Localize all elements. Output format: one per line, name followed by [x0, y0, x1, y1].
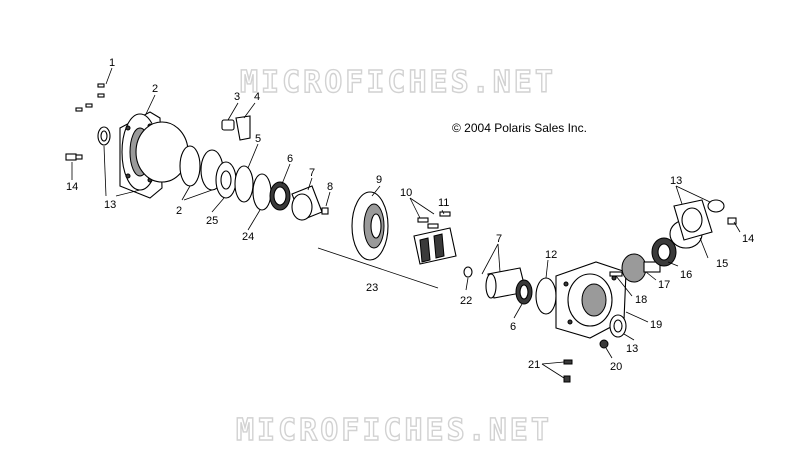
- part-bolt-14-left: [65, 153, 83, 161]
- copyright-text: © 2004 Polaris Sales Inc.: [452, 121, 587, 135]
- part-clutch-plate-25: [215, 161, 237, 199]
- callout-9: 9: [376, 174, 382, 186]
- part-roller-cage: [413, 227, 457, 265]
- callout-13-top: 13: [670, 175, 682, 187]
- callout-13-left: 13: [104, 199, 116, 211]
- callout-19: 19: [650, 319, 662, 331]
- callout-11: 11: [438, 197, 449, 209]
- callout-10: 10: [400, 187, 412, 199]
- callout-21: 21: [528, 359, 540, 371]
- watermark-bottom: MICROFICHES.NET: [236, 413, 552, 448]
- part-pinion-gear-17: [621, 253, 661, 283]
- callout-4: 4: [254, 91, 260, 103]
- part-shaft-7-left: [291, 185, 323, 221]
- callout-6: 6: [287, 153, 293, 165]
- part-bracket: [235, 115, 251, 141]
- part-bolt-21: [563, 359, 573, 383]
- part-pins: [75, 83, 105, 112]
- watermark-top: MICROFICHES.NET: [240, 65, 556, 100]
- part-ring-gear: [351, 191, 389, 261]
- callout-14-right: 14: [742, 233, 754, 245]
- callout-23: 23: [366, 282, 378, 294]
- part-seal-13-lower: [609, 314, 627, 338]
- callout-3: 3: [234, 91, 240, 103]
- callout-17: 17: [658, 279, 670, 291]
- callout-7: 7: [309, 167, 315, 179]
- part-bearing-cover-15: [673, 199, 713, 241]
- part-seal-ring-12: [535, 277, 557, 315]
- part-washer-13-top: [707, 199, 725, 213]
- part-oil-seal: [97, 126, 111, 146]
- callout-18: 18: [635, 294, 647, 306]
- callout-6-right: 6: [510, 321, 516, 333]
- part-ring-22: [463, 266, 473, 278]
- callout-2-lower: 2: [176, 205, 182, 217]
- part-bearing-6-left: [269, 181, 291, 211]
- callout-22: 22: [460, 295, 472, 307]
- part-rollers-10-11: [417, 211, 451, 229]
- callout-14-left: 14: [66, 181, 78, 193]
- callout-5: 5: [255, 133, 261, 145]
- callout-2: 2: [152, 83, 158, 95]
- part-bearing-16: [651, 237, 677, 267]
- part-snap-ring-5: [234, 165, 254, 203]
- part-plug-20: [599, 339, 609, 349]
- callout-12: 12: [545, 249, 557, 261]
- callout-13-lower: 13: [626, 343, 638, 355]
- callout-24: 24: [242, 231, 254, 243]
- bracket-line-23: [317, 247, 439, 289]
- part-pin-18: [609, 271, 623, 277]
- callout-1: 1: [109, 57, 115, 69]
- callout-20: 20: [610, 361, 622, 373]
- part-pin-8: [321, 207, 329, 215]
- callout-7-right: 7: [496, 233, 502, 245]
- part-snap-ring-24: [252, 173, 272, 211]
- part-bushing: [221, 119, 235, 131]
- callout-16: 16: [680, 269, 692, 281]
- callout-25: 25: [206, 215, 218, 227]
- leader-lines: [71, 67, 741, 379]
- callout-8: 8: [327, 181, 333, 193]
- part-bearing-6-right: [515, 279, 533, 305]
- part-bolt-14-right: [727, 217, 737, 225]
- part-gearcase-housing: [555, 261, 627, 339]
- callout-15: 15: [716, 258, 728, 270]
